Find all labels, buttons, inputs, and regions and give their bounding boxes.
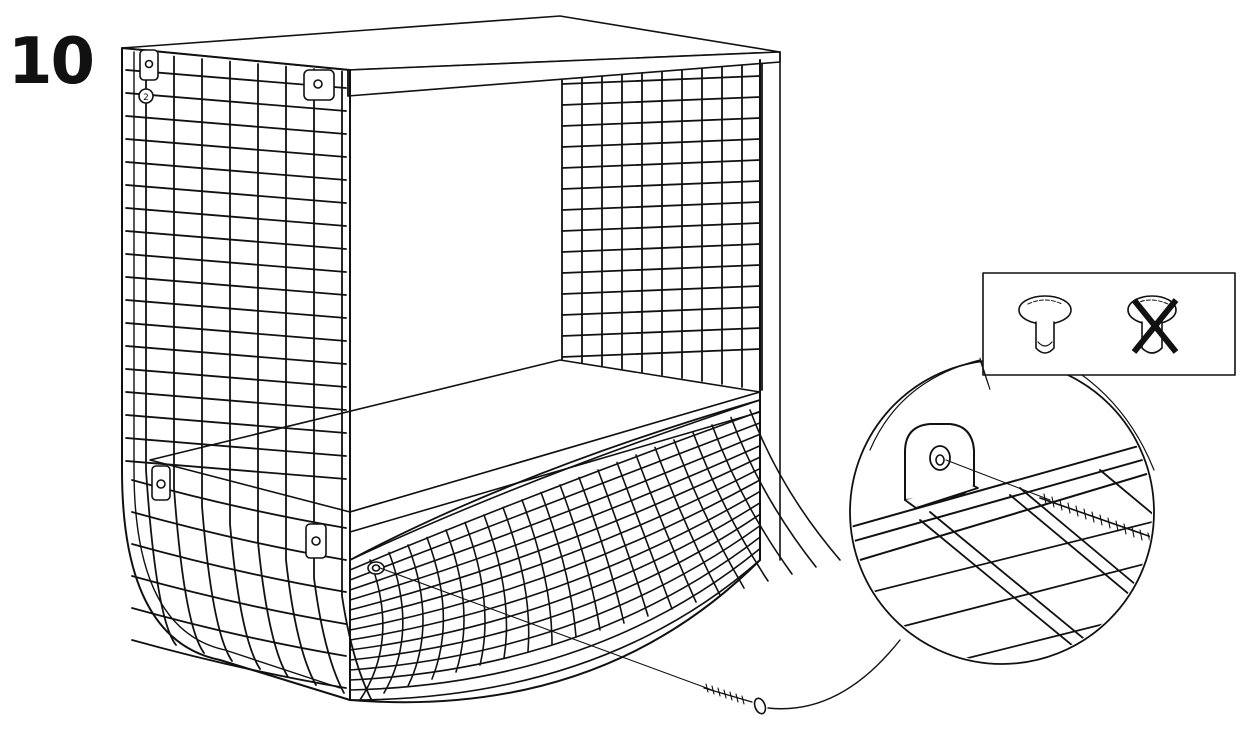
screw-hole bbox=[367, 561, 385, 575]
step-number: 10 bbox=[8, 25, 95, 99]
bracket-top-right bbox=[303, 69, 335, 101]
middle-shelf bbox=[149, 359, 761, 533]
bracket-lower-right bbox=[305, 523, 327, 559]
screw-usage-note bbox=[982, 272, 1236, 376]
bottom-curved-mesh bbox=[349, 399, 841, 701]
bracket-lower-left bbox=[151, 465, 171, 501]
back-wire-grid bbox=[561, 56, 763, 391]
left-frame bbox=[121, 47, 351, 701]
correct-screw-icon bbox=[1018, 295, 1072, 354]
magnify-detail-icon bbox=[849, 359, 1155, 665]
bracket-label: 2 bbox=[143, 93, 149, 103]
left-wire-grid bbox=[125, 53, 373, 702]
screw-icon bbox=[703, 683, 767, 715]
bracket-top-left bbox=[139, 49, 159, 81]
wire-basket-shelf-icon: 2 bbox=[121, 15, 901, 715]
wrong-screw-icon bbox=[1127, 295, 1179, 354]
